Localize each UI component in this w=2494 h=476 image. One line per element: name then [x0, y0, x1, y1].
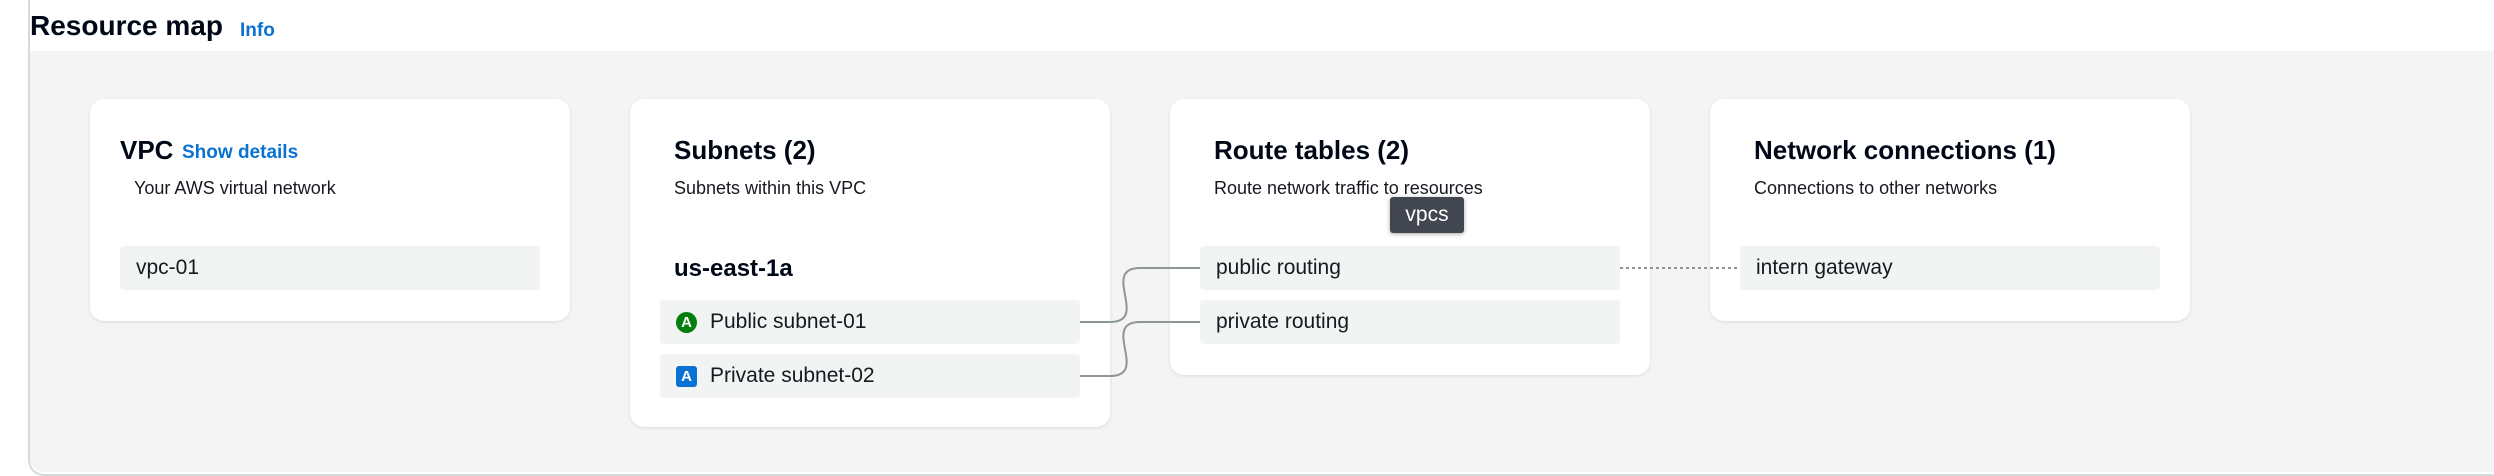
availability-zone-badge-icon: A	[676, 312, 697, 333]
network-connections-title: Network connections (1)	[1754, 135, 2056, 165]
subnet-item-private[interactable]: A Private subnet-02	[660, 354, 1080, 398]
route-table-item-label: public routing	[1216, 256, 1341, 279]
vpc-title: VPC	[120, 135, 174, 165]
route-table-item-private[interactable]: private routing	[1200, 300, 1620, 344]
show-details-link[interactable]: Show details	[182, 142, 299, 163]
vpc-item-label: vpc-01	[136, 256, 200, 279]
vpc-card: VPC Show details Your AWS virtual networ…	[90, 99, 570, 321]
subnets-title: Subnets (2)	[674, 135, 816, 165]
network-connections-card: Network connections (1) Connections to o…	[1710, 99, 2190, 321]
availability-zone-label: us-east-1a	[674, 255, 793, 282]
tooltip: vpcs	[1390, 197, 1464, 233]
route-table-item-label: private routing	[1216, 310, 1350, 333]
availability-zone-badge-icon: A	[676, 366, 697, 387]
network-connections-subtitle: Connections to other networks	[1754, 178, 1998, 198]
route-tables-subtitle: Route network traffic to resources	[1214, 178, 1483, 198]
route-tables-title: Route tables (2)	[1214, 135, 1410, 165]
subnet-item-label: Private subnet-02	[710, 364, 875, 387]
route-table-item-public[interactable]: public routing	[1200, 246, 1620, 290]
vpc-item[interactable]: vpc-01	[120, 246, 540, 290]
network-connection-item[interactable]: intern gateway	[1740, 246, 2160, 290]
subnets-card: Subnets (2) Subnets within this VPC us-e…	[630, 99, 1110, 427]
subnet-item-label: Public subnet-01	[710, 310, 867, 333]
subnet-item-public[interactable]: A Public subnet-01	[660, 300, 1080, 344]
vpc-subtitle: Your AWS virtual network	[134, 178, 336, 198]
subnets-subtitle: Subnets within this VPC	[674, 178, 867, 198]
info-link[interactable]: Info	[240, 20, 275, 41]
network-connection-item-label: intern gateway	[1756, 256, 1893, 279]
route-tables-card: Route tables (2) Route network traffic t…	[1170, 99, 1650, 375]
page-title: Resource map	[30, 10, 223, 41]
